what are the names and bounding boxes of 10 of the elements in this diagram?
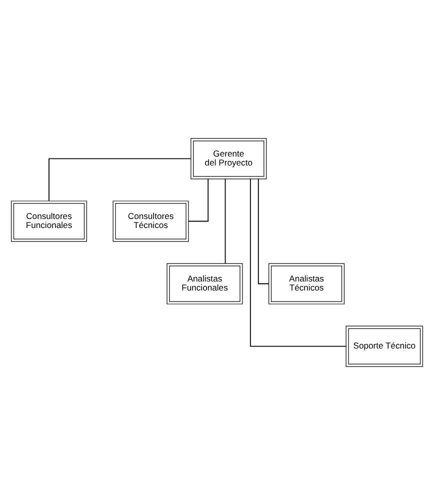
node-box: Consultores Funcionales <box>10 200 88 242</box>
node-box: Consultores Técnicos <box>112 200 189 242</box>
connector <box>224 178 226 264</box>
connector <box>48 158 192 201</box>
node-box: Analistas Funcionales <box>166 262 243 304</box>
connector <box>250 178 346 346</box>
node-box: Gerente del Proyecto <box>190 138 267 179</box>
node-box: Soporte Técnico <box>346 325 424 366</box>
connector <box>188 178 209 222</box>
connector <box>258 178 270 284</box>
